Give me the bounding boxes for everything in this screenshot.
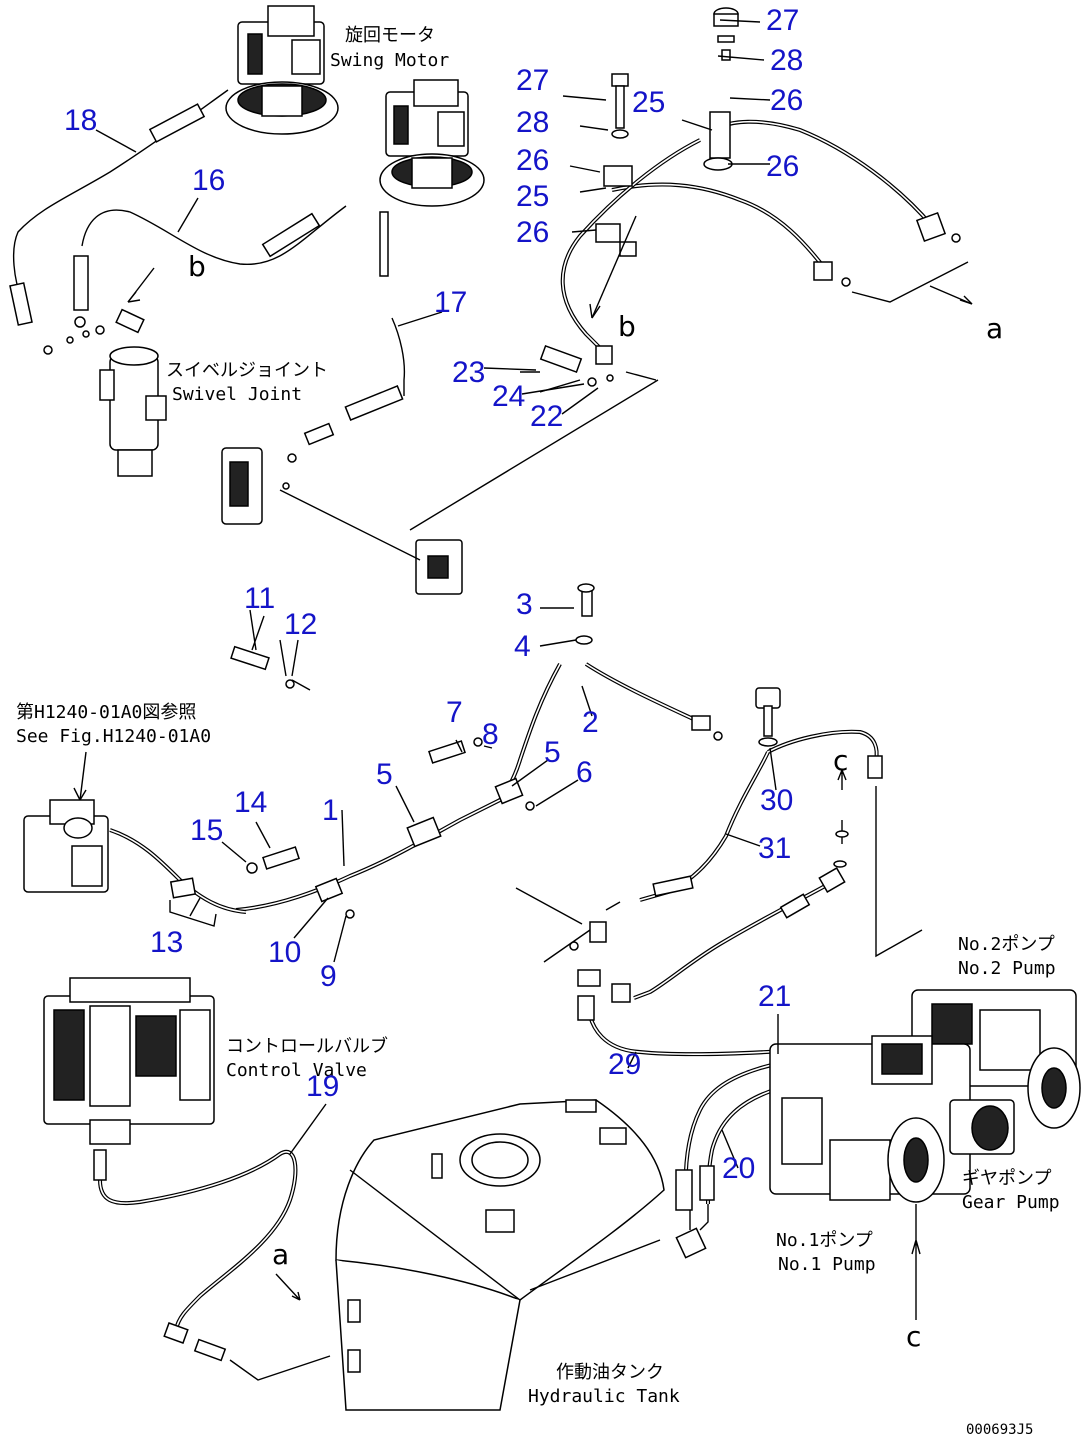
callout-26-right-b: 26 (766, 150, 799, 183)
callout-20: 20 (722, 1152, 755, 1185)
callout-2: 2 (582, 706, 599, 739)
hose-17 (221, 317, 659, 595)
callout-27-left: 27 (516, 64, 549, 97)
connection-a-bottom: a (272, 1238, 289, 1271)
swing-motor-label-jp: 旋回モータ (345, 25, 435, 46)
no1-pump-label-jp: No.1ポンプ (776, 1230, 873, 1251)
hose-18 (9, 89, 229, 355)
callout-11: 11 (244, 582, 275, 615)
swivel-joint-label-en: Swivel Joint (172, 384, 302, 405)
callout-7: 7 (446, 696, 463, 729)
callout-5-left: 5 (376, 758, 393, 791)
arrow-c-bottom (911, 1204, 921, 1320)
callout-4: 4 (514, 630, 531, 663)
gear-pump-label-en: Gear Pump (962, 1192, 1060, 1213)
callout-15: 15 (190, 814, 223, 847)
callout-1: 1 (322, 794, 339, 827)
callout-26-left-a: 26 (516, 144, 549, 177)
swing-motor-label-en: Swing Motor (330, 50, 449, 71)
callout-13: 13 (150, 926, 183, 959)
callout-28-left: 28 (516, 106, 549, 139)
middle-hoses (109, 583, 723, 927)
hydraulic-tank-drawing (335, 1099, 665, 1411)
callout-27-right: 27 (766, 4, 799, 37)
top-right-hoses (520, 7, 973, 393)
callout-30: 30 (760, 784, 793, 817)
callout-26-right-a: 26 (770, 84, 803, 117)
callout-19: 19 (306, 1070, 339, 1103)
connection-a-top: a (986, 312, 1003, 345)
gear-pump-label-jp: ギヤポンプ (962, 1168, 1051, 1189)
callout-10: 10 (268, 936, 301, 969)
connection-b-right: b (618, 310, 636, 343)
gear-pump-drawing (949, 1099, 1015, 1155)
callouts: 18 16 17 27 28 26 25 26 25 27 28 26 26 2… (64, 4, 803, 1185)
control-valve-small-drawing (23, 751, 109, 893)
control-valve-label-jp: コントロールバルブ (226, 1035, 388, 1057)
callout-12: 12 (284, 608, 317, 641)
callout-17: 17 (434, 286, 467, 319)
hose-19 (93, 1149, 331, 1381)
callout-26-left-b: 26 (516, 216, 549, 249)
callout-8: 8 (482, 718, 499, 751)
hydraulic-tank-label-en: Hydraulic Tank (528, 1386, 680, 1407)
swing-motor-left-drawing (225, 5, 339, 135)
swivel-joint-drawing (66, 267, 167, 477)
callout-24: 24 (492, 380, 525, 413)
callout-21: 21 (758, 980, 791, 1013)
control-valve-label-en: Control Valve (226, 1060, 367, 1081)
see-fig-label-jp: 第H1240-01A0図参照 (16, 702, 196, 723)
swivel-joint-label-jp: スイベルジョイント (166, 360, 328, 381)
callout-6: 6 (576, 756, 593, 789)
no1-pump-label-en: No.1 Pump (778, 1254, 876, 1275)
callout-28-right: 28 (770, 44, 803, 77)
callout-22: 22 (530, 400, 563, 433)
connection-c-bottom: c (906, 1320, 921, 1353)
swing-motor-right-drawing (379, 79, 485, 277)
callout-3: 3 (516, 588, 533, 621)
callout-25-left: 25 (516, 180, 549, 213)
callout-23: 23 (452, 356, 485, 389)
drawing-number: 000693J5 (966, 1422, 1033, 1438)
hose-16 (73, 205, 347, 328)
arrow-a-bottom (275, 1273, 301, 1301)
callout-9: 9 (320, 960, 337, 993)
callout-29: 29 (608, 1048, 641, 1081)
callout-5-right: 5 (544, 736, 561, 769)
connection-c-top: c (833, 744, 848, 777)
hydraulic-tank-label-jp: 作動油タンク (556, 1362, 664, 1383)
control-valve-drawing (43, 977, 215, 1145)
callout-18: 18 (64, 104, 97, 137)
see-fig-label-en: See Fig.H1240-01A0 (16, 726, 211, 747)
callout-14: 14 (234, 786, 267, 819)
callout-16: 16 (192, 164, 225, 197)
no2-pump-label-jp: No.2ポンプ (958, 934, 1055, 955)
connection-b-left: b (188, 250, 206, 283)
callout-25-mid: 25 (632, 86, 665, 119)
no2-pump-label-en: No.2 Pump (958, 958, 1056, 979)
leader-lines (95, 129, 779, 1169)
callout-31: 31 (758, 832, 791, 865)
no1-pump-drawing (769, 1035, 971, 1203)
